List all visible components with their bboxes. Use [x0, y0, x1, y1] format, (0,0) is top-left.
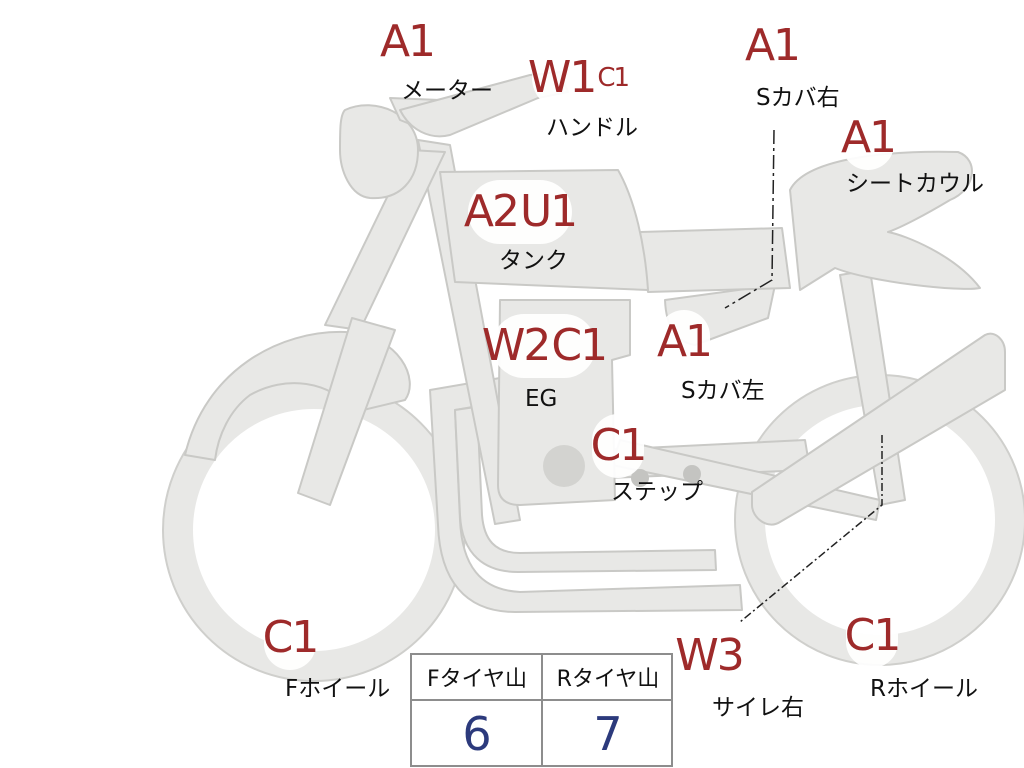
grade-code-small: C1 — [597, 63, 630, 93]
step-peg-right — [683, 465, 701, 483]
part-label-meter: メーター — [401, 78, 493, 104]
exhaust-pipe-lower — [429, 377, 743, 613]
grade-code: A2 — [463, 186, 520, 237]
engine-cover — [543, 445, 585, 487]
step-peg-left — [631, 469, 649, 487]
grade-code: W2 — [481, 320, 551, 371]
part-label-step: ステップ — [611, 479, 703, 505]
part-label-front-wheel: Fホイール — [285, 676, 391, 702]
front-tire-tread-header: Fタイヤ山 — [427, 667, 527, 692]
grade-code: W3 — [675, 630, 744, 681]
front-fork-lower — [297, 317, 396, 506]
grade-code: C1 — [551, 320, 608, 371]
part-label-tank: タンク — [499, 248, 568, 274]
table-divider-vertical — [541, 655, 543, 765]
grade-code: A1 — [379, 16, 436, 67]
part-label-rear-wheel: Rホイール — [870, 676, 978, 702]
leader-line-muffler-right — [739, 435, 883, 623]
grade-badge-side-cover-right: A1 — [744, 14, 801, 78]
grade-badge-seat-cowl: A1 — [840, 106, 897, 170]
grade-code: W1 — [527, 52, 597, 103]
seat-cowl — [789, 150, 981, 291]
leader-line-side-cover-right — [724, 129, 775, 309]
rear-tire-tread-value: 7 — [593, 707, 623, 761]
part-label-engine: EG — [525, 386, 558, 412]
grade-code: A1 — [840, 112, 897, 163]
grade-badge-side-cover-left: A1 — [656, 310, 713, 374]
part-label-muffler-right: サイレ右 — [712, 695, 804, 721]
grade-code: A1 — [744, 20, 801, 71]
grade-code: C1 — [844, 610, 902, 661]
frame-downtube — [417, 139, 521, 525]
part-label-seat-cowl: シートカウル — [846, 171, 984, 197]
part-label-handle: ハンドル — [546, 115, 638, 141]
grade-badge-handle: W1 C1 — [528, 46, 630, 110]
grade-code: U1 — [519, 186, 578, 237]
grade-badge-muffler-right: W3 — [675, 624, 745, 688]
grade-badge-engine: W2 C1 — [482, 314, 608, 378]
grade-badge-step: C1 — [590, 414, 648, 478]
part-label-side-cover-right: Sカバ右 — [756, 85, 840, 111]
grade-badge-rear-wheel: C1 — [844, 604, 902, 668]
grade-code: A1 — [656, 316, 713, 367]
part-label-side-cover-left: Sカバ左 — [681, 378, 765, 404]
muffler — [751, 332, 1006, 526]
grade-code: C1 — [262, 612, 320, 663]
grade-badge-meter: A1 — [379, 10, 436, 74]
rear-tire-tread-header: Rタイヤ山 — [556, 667, 660, 692]
grade-badge-front-wheel: C1 — [262, 606, 320, 670]
front-tire-tread-value: 6 — [462, 707, 492, 761]
tire-tread-table: Fタイヤ山 Rタイヤ山 6 7 — [410, 653, 673, 767]
grade-code: C1 — [590, 420, 648, 471]
grade-badge-tank: A2 U1 — [464, 180, 578, 244]
